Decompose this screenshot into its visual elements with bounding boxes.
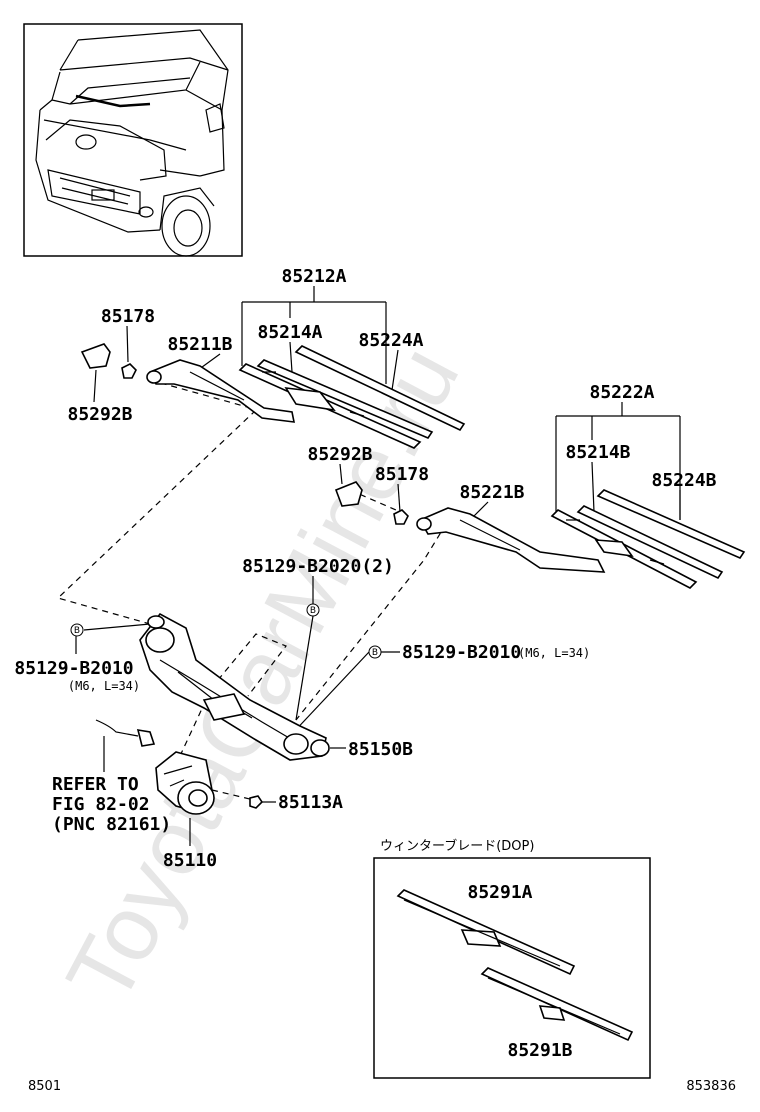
label-85113A: 85113A [278, 792, 343, 813]
wiper-motor-85110 [155, 751, 215, 815]
label-85221B: 85221B [459, 482, 524, 503]
bolt-85113A [249, 795, 264, 809]
label-85212A: 85212A [281, 266, 346, 287]
part-85292B-left [80, 343, 111, 369]
blade-85291B [480, 967, 634, 1042]
blade-85212A [238, 345, 466, 449]
svg-text:B: B [74, 626, 80, 636]
leader-lines [75, 286, 681, 1036]
label-85292B-right: 85292B [307, 444, 372, 465]
marker-b-top: B [306, 603, 320, 617]
harness-connector [95, 719, 156, 747]
vehicle-inset [23, 23, 243, 257]
refer-line-1: REFER TO [52, 774, 139, 795]
footer-right-code: 853836 [686, 1079, 736, 1094]
label-85129-B2010-right-spec: (M6, L=34) [518, 646, 590, 660]
label-85178-right: 85178 [375, 464, 429, 485]
nut-85178-right [393, 509, 409, 525]
svg-text:B: B [372, 648, 378, 658]
label-85110: 85110 [163, 850, 217, 871]
refer-line-3: (PNC 82161) [52, 814, 171, 835]
blade-85222A [550, 489, 746, 589]
label-85129-B2020: 85129-B2020(2) [242, 556, 394, 577]
label-85129-B2010-left: 85129-B2010 [14, 658, 133, 679]
wiper-link-85150B [139, 612, 330, 761]
arm-85221B [416, 507, 606, 573]
label-85129-B2010-right: 85129-B2010 [402, 642, 521, 663]
refer-line-2: FIG 82-02 [52, 794, 150, 815]
label-85224B: 85224B [651, 470, 716, 491]
blade-85291A [396, 889, 576, 976]
vehicle-sketch [35, 29, 229, 257]
label-85291B: 85291B [507, 1040, 572, 1061]
label-85129-B2010-left-spec: (M6, L=34) [68, 679, 140, 693]
winter-blade-box: ウィンターブレード(DOP) [373, 838, 651, 1079]
label-85211B: 85211B [167, 334, 232, 355]
part-85292B-right [334, 481, 363, 507]
svg-text:B: B [310, 606, 316, 616]
label-85224A: 85224A [358, 330, 423, 351]
label-85150B: 85150B [348, 739, 413, 760]
label-85214B: 85214B [565, 442, 630, 463]
marker-b-right: B [368, 645, 382, 659]
label-85291A: 85291A [467, 882, 532, 903]
footer-left-code: 8501 [28, 1079, 61, 1094]
marker-b-left: B [70, 623, 84, 637]
label-85292B-left: 85292B [67, 404, 132, 425]
part-labels: 85212A 85178 85211B 85214A 85224A 85292B… [14, 266, 716, 1061]
label-85222A: 85222A [589, 382, 654, 403]
label-85214A: 85214A [257, 322, 322, 343]
winter-box-title: ウィンターブレード(DOP) [380, 838, 534, 854]
label-85178-left: 85178 [101, 306, 155, 327]
nut-85178-left [121, 363, 137, 379]
arm-85211B [146, 359, 296, 423]
